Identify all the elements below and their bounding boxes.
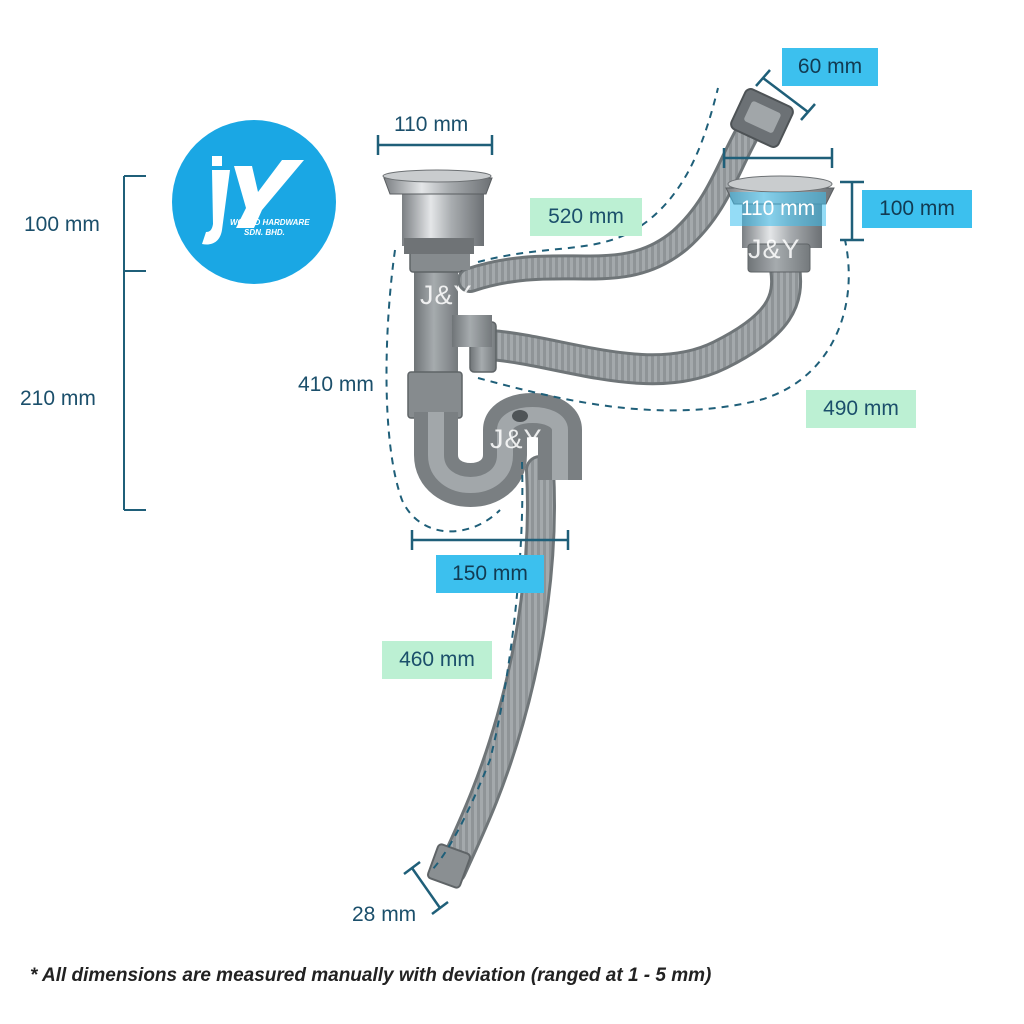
world-hardware-logo: WORLD HARDWARE SDN. BHD. xyxy=(172,120,336,284)
watermark-right: J&Y xyxy=(748,234,801,264)
label-left-pipe-length: 410 mm xyxy=(298,373,374,396)
label-outlet-hose-length: 460 mm xyxy=(382,641,492,679)
outlet-end-cap xyxy=(426,843,472,889)
overflow-head xyxy=(730,88,794,148)
label-overflow-width: 60 mm xyxy=(782,48,878,86)
logo-company-suffix: SDN. BHD. xyxy=(244,228,285,237)
watermark-left: J&Y xyxy=(420,280,473,310)
logo-company-name: WORLD HARDWARE xyxy=(230,218,310,227)
measure-paths xyxy=(385,87,850,871)
label-210mm-vertical: 210 mm xyxy=(20,387,96,410)
jy-logo-icon xyxy=(202,156,304,245)
label-right-strainer-height: 100 mm xyxy=(862,190,972,228)
label-overflow-hose-length: 520 mm xyxy=(530,198,642,236)
left-strainer xyxy=(382,169,493,254)
label-connector-hose-length: 490 mm xyxy=(806,390,916,428)
measurement-disclaimer: * All dimensions are measured manually w… xyxy=(30,965,712,986)
vertical-dimension-bar xyxy=(123,175,146,511)
label-right-strainer-width: 110 mm xyxy=(730,192,826,226)
label-100mm-vertical: 100 mm xyxy=(24,213,100,236)
watermark-center: J&Y xyxy=(490,424,543,454)
dimension-markers xyxy=(376,69,864,915)
label-trap-width: 150 mm xyxy=(436,555,544,593)
label-left-strainer-width: 110 mm xyxy=(394,113,469,136)
label-outlet-diameter: 28 mm xyxy=(352,903,417,926)
